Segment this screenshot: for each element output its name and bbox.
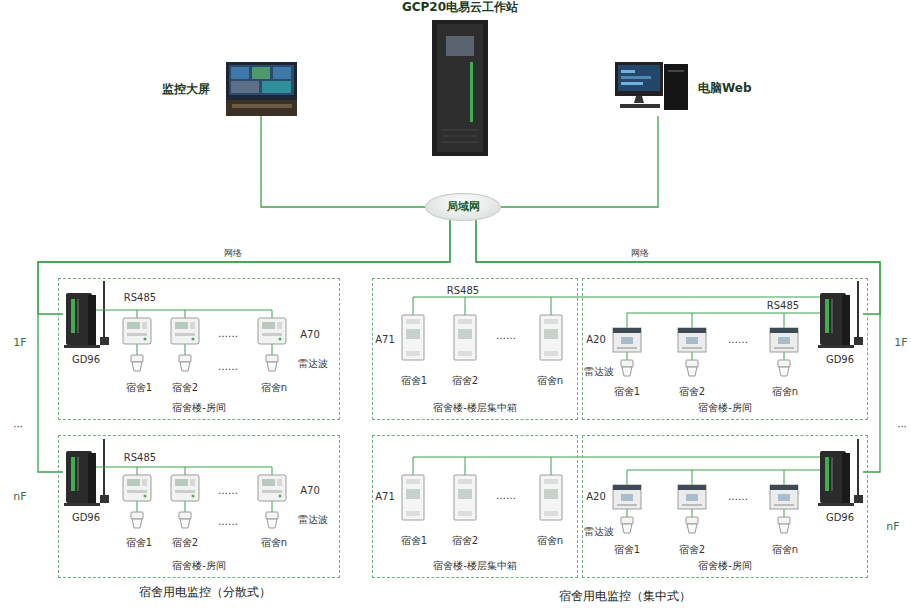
bus-name: RS485: [124, 452, 156, 464]
ellipsis: ……: [728, 334, 748, 346]
room-name: 宿舍n: [772, 386, 798, 398]
ellipsis: ···: [897, 421, 907, 433]
rs485-bus-meters: [96, 467, 286, 528]
gateway-device: [818, 439, 863, 506]
room-name: 宿舍n: [261, 537, 287, 549]
monitor-wall: 监控大屏: [160, 62, 298, 116]
room-group-text: 宿舍楼-房间: [172, 560, 226, 572]
gateway-text: GD96: [72, 354, 100, 366]
ellipsis: ……: [496, 330, 516, 342]
bus-name: RS485: [447, 285, 479, 297]
network-line: [261, 116, 425, 207]
room-name: 宿舍2: [452, 535, 478, 547]
caption: 宿舍用电监控（集中式）: [559, 589, 691, 603]
room-group: 宿舍楼-房间 GD96: [582, 435, 868, 578]
room-name: 宿舍2: [679, 386, 705, 398]
server-station-text: GCP20电易云工作站: [402, 0, 518, 14]
room-name: 宿舍1: [401, 535, 427, 547]
room-name: 宿舍2: [679, 544, 705, 556]
floor-box-group: 宿舍楼-楼层集中箱: [372, 278, 578, 420]
room-name: 宿舍2: [172, 382, 198, 394]
floor-label: 1F: [894, 336, 907, 349]
rs485-bus-meters: [613, 313, 820, 376]
ellipsis: ……: [218, 516, 238, 528]
server-image: [432, 20, 488, 156]
gateway-text: GD96: [72, 512, 100, 524]
room-name: 宿舍1: [401, 375, 427, 387]
rs485-bus-meters: [96, 310, 286, 371]
gateway: GD96: [817, 290, 863, 366]
floor-box-group: 宿舍楼-楼层集中箱: [372, 435, 578, 578]
caption: 宿舍用电监控（分散式）: [139, 585, 271, 599]
room-name: 宿舍n: [537, 375, 563, 387]
room-group-text: 宿舍楼-房间: [698, 402, 752, 414]
gateway: GD96: [63, 290, 109, 366]
network-line: [476, 220, 880, 314]
rs485-bus-meters: [613, 470, 820, 533]
sensor-name: 雷达波: [298, 358, 328, 370]
bus-name: RS485: [767, 300, 799, 312]
room-group-text: 宿舍楼-房间: [698, 560, 752, 572]
floor-box-group-text: 宿舍楼-楼层集中箱: [433, 560, 517, 572]
device-model: A71: [375, 334, 395, 346]
sensor-name: 雷达波: [584, 366, 614, 378]
floor-label: 1F: [13, 336, 26, 349]
network-line: [38, 220, 450, 314]
network-line: [501, 116, 658, 207]
room-name: 宿舍n: [261, 382, 287, 394]
rs485-bus-meters: [402, 457, 820, 520]
device-model: A20: [586, 334, 606, 346]
room-name: 宿舍1: [614, 386, 640, 398]
gateway-text: GD96: [826, 512, 854, 524]
gateway-device: [818, 281, 863, 348]
lan-bubble-text: 局域网: [447, 200, 480, 213]
ellipsis: ……: [728, 491, 748, 503]
bus-name: RS485: [124, 292, 156, 304]
device-model: A70: [300, 329, 320, 341]
room-name: 宿舍2: [452, 375, 478, 387]
room-name: 宿舍n: [772, 544, 798, 556]
room-name: 宿舍2: [172, 537, 198, 549]
room-group: 宿舍楼-房间 GD96: [582, 278, 868, 420]
monitor-wall-image: [226, 62, 297, 116]
room-name: 宿舍1: [614, 544, 640, 556]
monitor-wall-text: 监控大屏: [162, 82, 210, 96]
ellipsis: ……: [218, 361, 238, 373]
room-group-text: 宿舍楼-房间: [172, 402, 226, 414]
room-group: 宿舍楼-房间 GD96: [58, 435, 340, 578]
gateway: GD96: [817, 448, 863, 524]
gateway-text: GD96: [826, 354, 854, 366]
room-group: 宿舍楼-房间 GD96: [58, 278, 340, 420]
device-model: A70: [300, 485, 320, 497]
ellipsis: ……: [218, 328, 238, 340]
sensor-name: 雷达波: [298, 514, 328, 526]
room-name: 宿舍1: [126, 382, 152, 394]
gateway-device: [64, 439, 109, 506]
gateway: GD96: [63, 448, 109, 524]
ellipsis: ···: [13, 421, 23, 433]
ellipsis: ……: [218, 485, 238, 497]
pc-web-text: 电脑Web: [698, 81, 752, 95]
gateway-device: [64, 281, 109, 348]
edge-label: 网络: [224, 247, 242, 260]
floor-label: nF: [886, 520, 899, 533]
ellipsis: ……: [496, 490, 516, 502]
rs485-bus-meters: [402, 297, 820, 360]
room-name: 宿舍n: [537, 535, 563, 547]
floor-label: nF: [13, 490, 26, 503]
server-station: GCP20电易云工作站: [400, 0, 520, 157]
room-name: 宿舍1: [126, 537, 152, 549]
edge-label: 网络: [631, 247, 649, 260]
floor-box-group-text: 宿舍楼-楼层集中箱: [433, 402, 517, 414]
lan-bubble: 局域网: [425, 193, 501, 221]
pc-image: [615, 62, 688, 110]
pc-web: 电脑Web: [612, 60, 762, 116]
device-model: A20: [586, 491, 606, 503]
sensor-name: 雷达波: [584, 526, 614, 538]
device-model: A71: [375, 491, 395, 503]
